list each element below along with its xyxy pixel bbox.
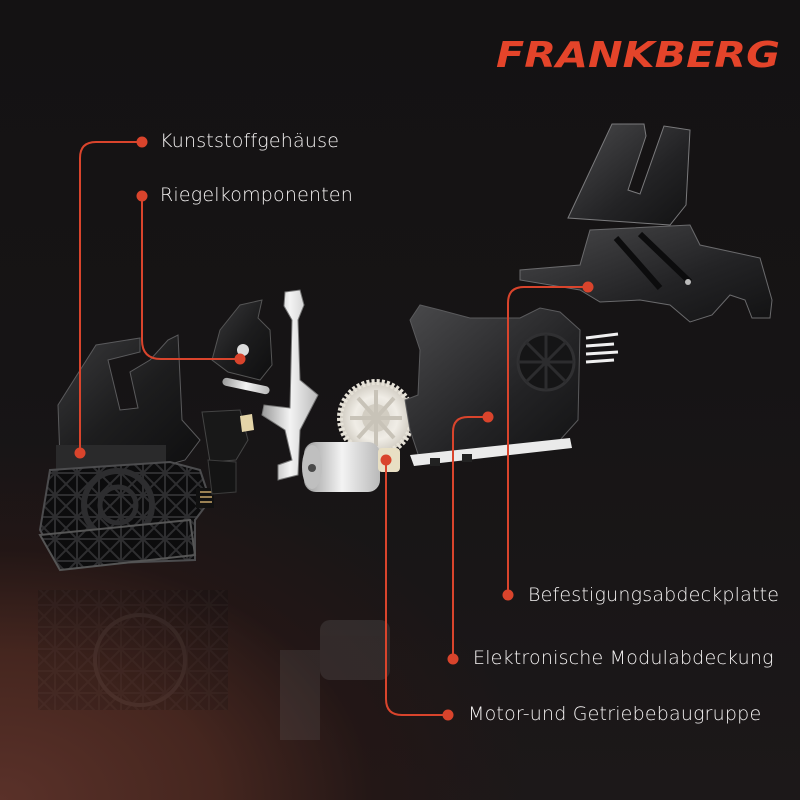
reflection xyxy=(38,590,390,740)
motor-gear-assembly-part xyxy=(302,379,415,492)
callout-label-latch: Riegelkomponenten xyxy=(160,184,354,206)
latch-components-part xyxy=(201,289,319,495)
callout-label-mounting-plate: Befestigungsabdeckplatte xyxy=(528,584,780,606)
electronic-module-cover-part xyxy=(404,304,619,466)
callout-label-housing: Kunststoffgehäuse xyxy=(160,130,340,152)
mounting-cover-plate-part xyxy=(519,123,773,323)
callout-label-electronic-cover: Elektronische Modulabdeckung xyxy=(473,647,774,669)
plastic-housing-part xyxy=(38,334,214,572)
callout-label-motor-gear: Motor-und Getriebebaugruppe xyxy=(468,703,762,725)
brand-name: FRANKBERG xyxy=(496,36,780,72)
brand-logo: FRANKBERG xyxy=(494,35,784,76)
